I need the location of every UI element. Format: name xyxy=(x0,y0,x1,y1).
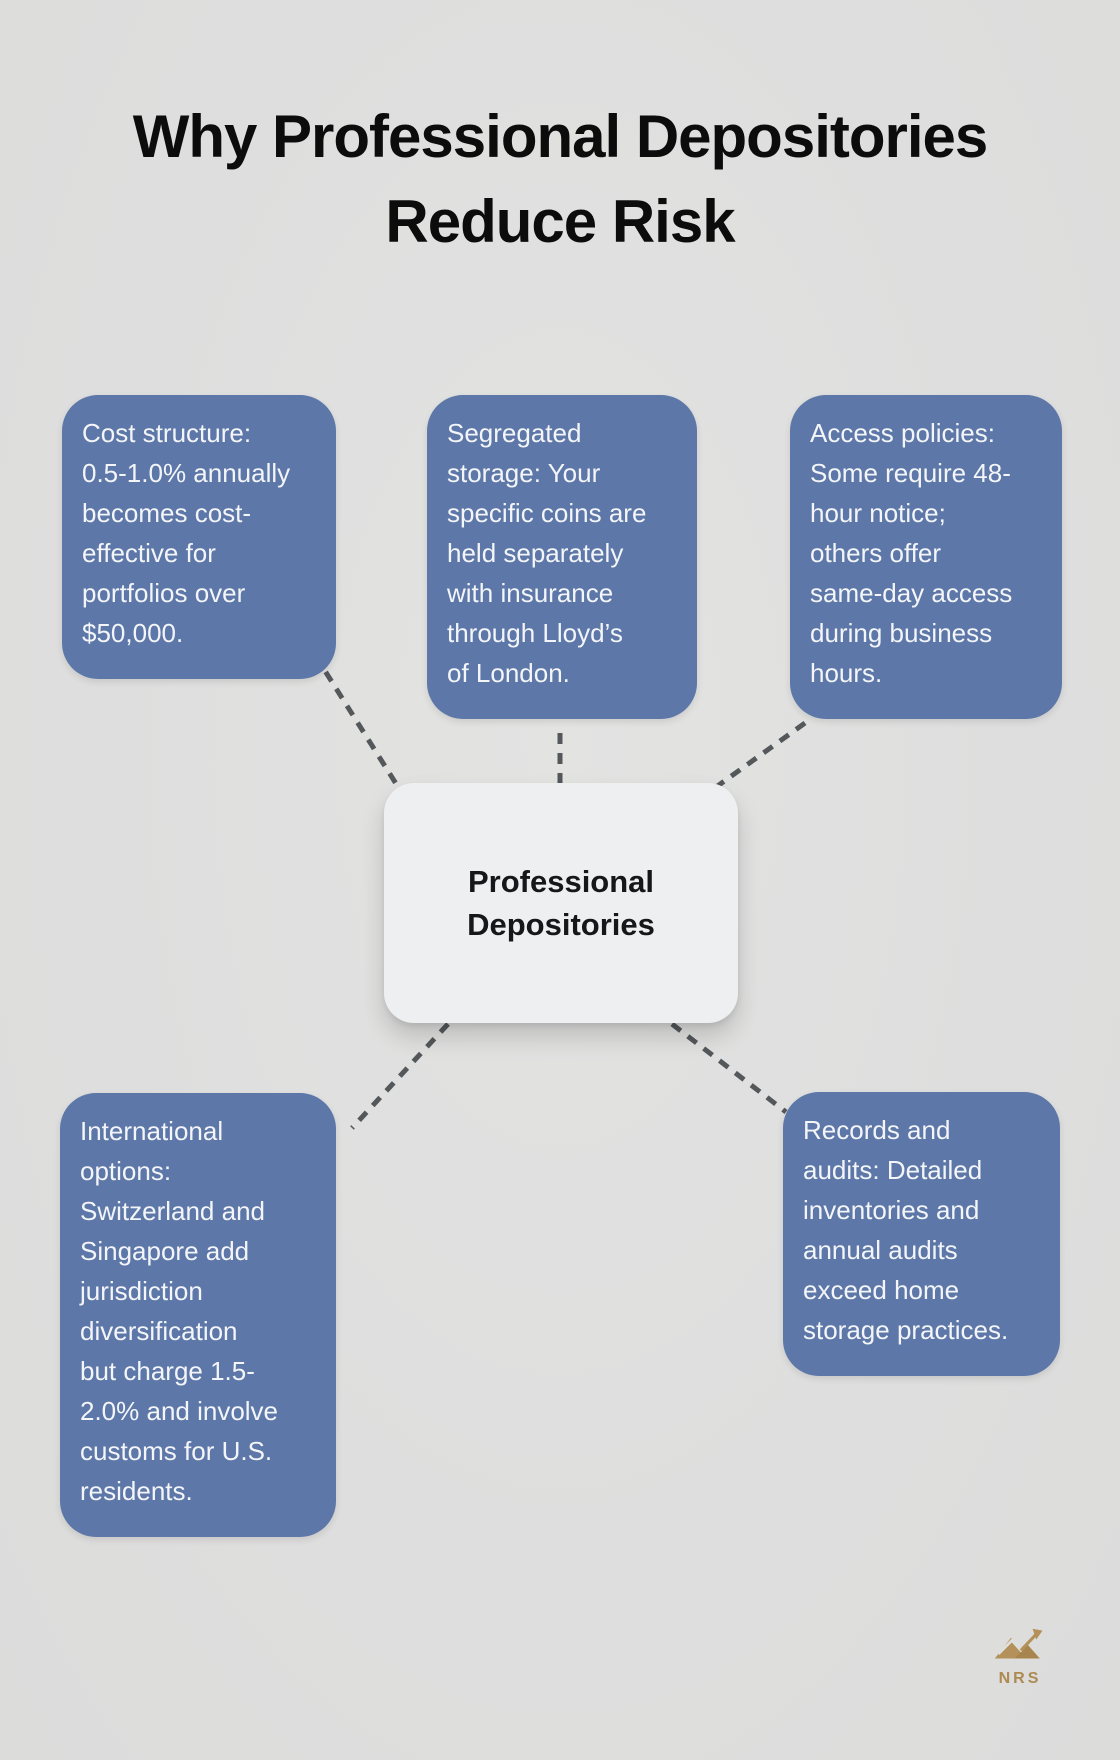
info-card-segregated-storage: Segregated storage: Your specific coins … xyxy=(427,395,697,719)
connector-dashed-line xyxy=(670,1022,788,1114)
connector-dashed-line xyxy=(312,653,403,792)
brand-logo: NRS xyxy=(972,1626,1068,1688)
info-card-records-audits: Records and audits: Detailed inventories… xyxy=(783,1092,1060,1376)
page-title: Why Professional Depositories Reduce Ris… xyxy=(132,103,989,255)
connector-dashed-line xyxy=(710,720,807,793)
info-card-cost-structure: Cost structure: 0.5-1.0% annually become… xyxy=(62,395,336,679)
brand-logo-text: NRS xyxy=(998,1670,1042,1687)
info-card-access-policies: Access policies: Some require 48- hour n… xyxy=(790,395,1062,719)
info-card-international-options: International options: Switzerland and S… xyxy=(60,1093,336,1537)
connector-dashed-line xyxy=(350,1022,450,1130)
central-node-label: Professional Depositories xyxy=(467,864,655,942)
central-node: Professional Depositories xyxy=(384,783,738,1023)
mountain-trend-arrow-icon xyxy=(994,1628,1043,1659)
